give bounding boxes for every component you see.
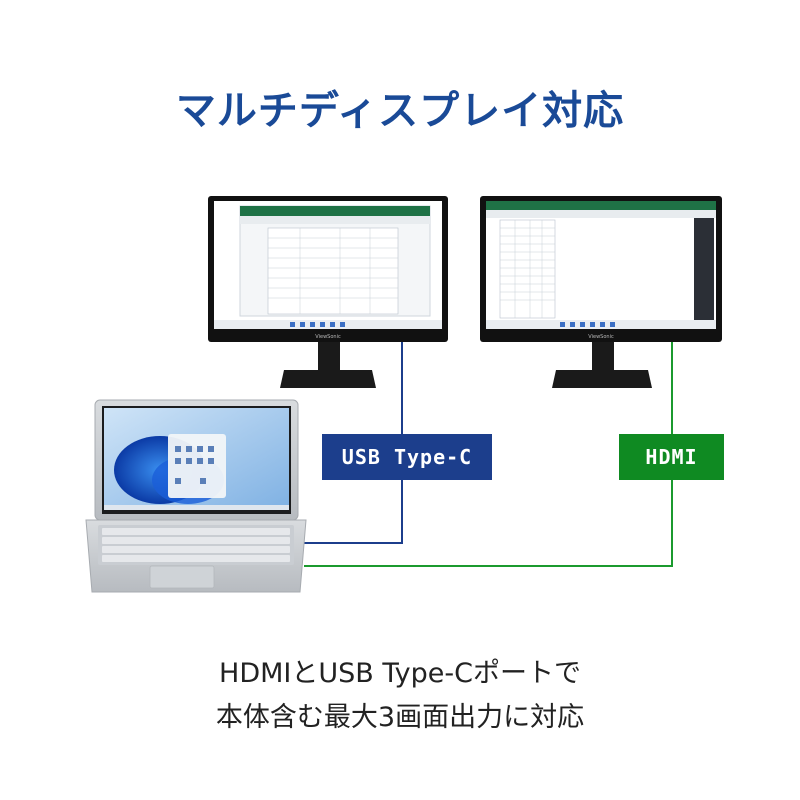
laptop-icon bbox=[85, 399, 307, 593]
monitor-left-icon: ViewSonic bbox=[208, 196, 448, 388]
hdmi-cable-line bbox=[304, 340, 673, 567]
caption-line-2: 本体含む最大3画面出力に対応 bbox=[215, 702, 585, 733]
hdmi-label: HDMI bbox=[619, 434, 724, 480]
monitor-right-icon: ViewSonic bbox=[480, 196, 722, 388]
monitor-left-brand: ViewSonic bbox=[315, 334, 341, 340]
caption-line-1: HDMIとUSB Type-Cポートで bbox=[219, 658, 581, 689]
usb-type-c-label: USB Type-C bbox=[322, 434, 492, 480]
caption: HDMIとUSB Type-Cポートで 本体含む最大3画面出力に対応 bbox=[0, 652, 800, 740]
usb-cable-line bbox=[302, 340, 403, 544]
page-title: マルチディスプレイ対応 bbox=[175, 88, 625, 134]
monitor-right-brand: ViewSonic bbox=[588, 334, 614, 340]
